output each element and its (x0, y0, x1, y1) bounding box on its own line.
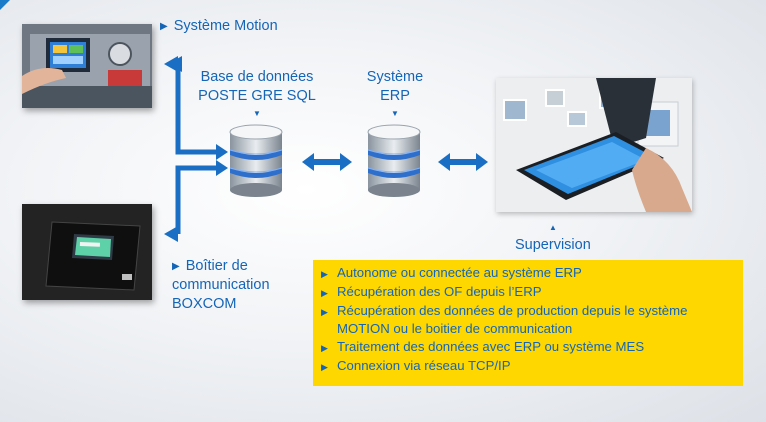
bracket-connector-arrow (164, 56, 228, 242)
erp-label: Système ERP (366, 69, 424, 104)
triangle-bullet-icon: ▶ (321, 307, 328, 317)
boxcom-label: ▶Boîtier de communication BOXCOM (172, 258, 270, 312)
motion-system-photo (22, 24, 152, 108)
triangle-bullet-icon: ▶ (321, 362, 328, 372)
supervision-tablet-photo (496, 78, 692, 212)
down-pointer-icon: ▼ (391, 109, 399, 118)
triangle-bullet-icon: ▶ (321, 269, 328, 279)
motion-system-label: ▶Système Motion (160, 18, 278, 34)
database-server-icon (229, 124, 283, 197)
feature-list-item: ▶ Connexion via réseau TCP/IP (321, 357, 735, 376)
database-server-icon (367, 124, 421, 197)
corner-accent (0, 0, 10, 10)
feature-list-item: ▶ Autonome ou connectée au système ERP (321, 264, 735, 283)
double-arrow-icon (438, 153, 488, 171)
triangle-bullet-icon: ▶ (321, 343, 328, 353)
triangle-bullet-icon: ▶ (321, 288, 328, 298)
database-label: Base de données POSTE GRE SQL (198, 69, 316, 104)
double-arrow-icon (302, 153, 352, 171)
down-pointer-icon: ▼ (253, 109, 261, 118)
triangle-bullet-icon: ▶ (172, 261, 180, 272)
feature-list-box: ▶ Autonome ou connectée au système ERP ▶… (313, 260, 743, 386)
triangle-bullet-icon: ▶ (160, 21, 168, 32)
feature-list-item: ▶ Traitement des données avec ERP ou sys… (321, 338, 735, 357)
feature-list-item: ▶ Récupération des OF depuis l’ERP (321, 283, 735, 302)
up-pointer-icon: ▲ (549, 223, 557, 232)
supervision-label: Supervision (515, 237, 591, 253)
boxcom-device-photo (22, 204, 152, 300)
feature-list-item: ▶ Récupération des données de production… (321, 303, 688, 336)
